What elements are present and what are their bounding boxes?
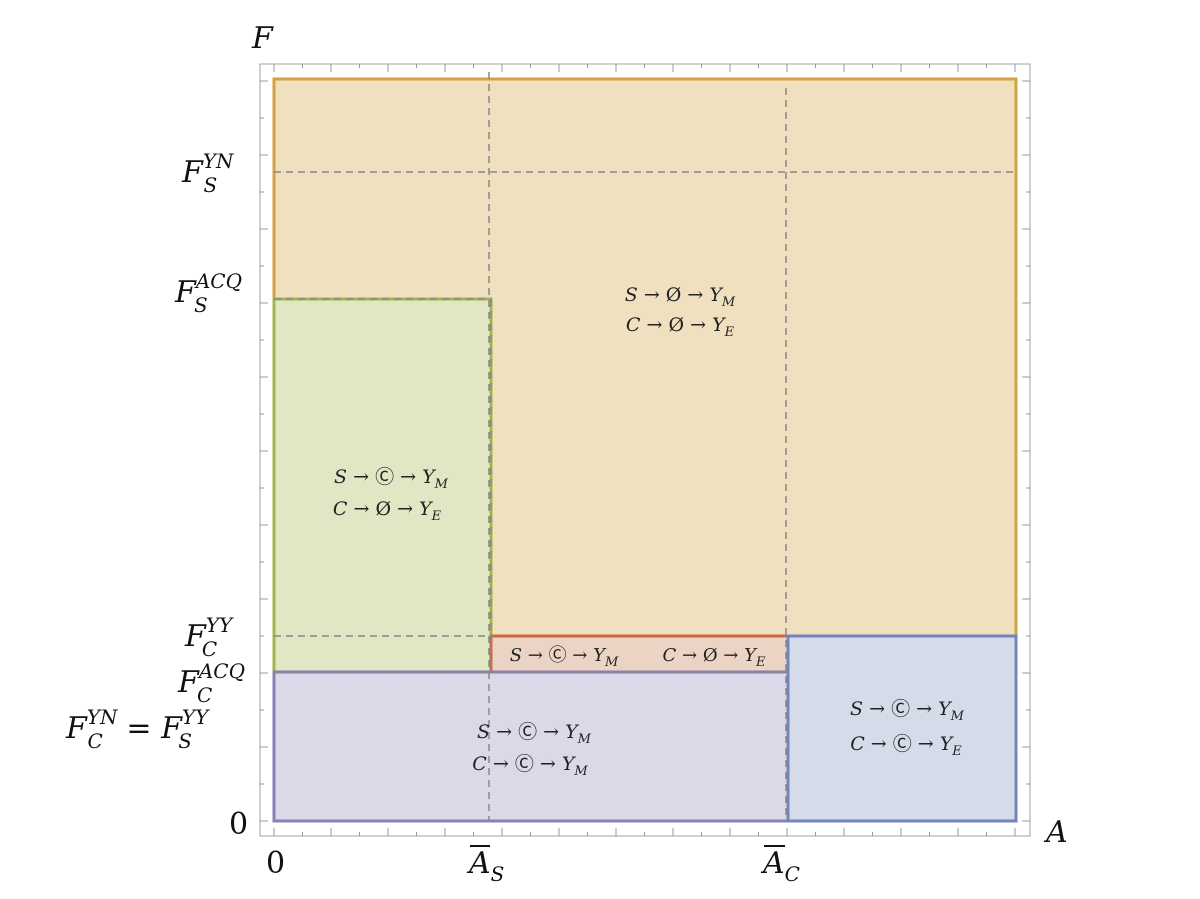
circled-c-icon: Ⓒ [893,733,912,755]
region-purple [272,670,790,823]
region-purple-line-1: S → Ⓒ → YM [477,721,592,747]
circled-c-icon: Ⓒ [891,698,910,720]
x-tick-ac: AC [760,845,800,886]
region-blue-line-1: S → Ⓒ → YM [850,698,965,724]
region-orange-line-1: S → Ø → YM [625,284,736,310]
y-axis-label: F [251,21,274,56]
circled-c-icon: Ⓒ [515,753,534,775]
x-tick-zero: 0 [266,846,285,881]
region-green-line-1: S → Ⓒ → YM [334,466,449,492]
region-red-line-1: S → Ⓒ → YM [510,645,619,670]
dashed-guides [274,72,1016,821]
region-labels: S → Ø → YM C → Ø → YE S → Ⓒ → YM C → Ø → YE… [333,284,965,779]
region-blue [786,634,1018,823]
empty-set-symbol: Ø [703,645,718,666]
svg-text:AC: AC [760,846,800,886]
region-blue-line-2: C → Ⓒ → YE [850,733,962,759]
x-axis-label: A [1043,815,1068,850]
circled-c-icon: Ⓒ [549,645,567,666]
region-green [272,297,493,674]
empty-set-symbol: Ø [375,498,391,520]
region-red-line-2: C → Ø → YE [663,645,767,670]
empty-set-symbol: Ø [666,284,682,306]
region-orange-line-2: C → Ø → YE [626,314,735,340]
frame-ticks [260,64,1030,836]
y-tick-zero: 0 [229,807,248,842]
x-tick-as: AS [466,845,504,886]
svg-text:AS: AS [466,846,504,886]
circled-c-icon: Ⓒ [518,721,537,743]
empty-set-symbol: Ø [668,314,684,336]
region-green-line-2: C → Ø → YE [333,498,442,524]
region-purple-line-2: C → Ⓒ → YM [472,753,588,779]
circled-c-icon: Ⓒ [375,466,394,488]
